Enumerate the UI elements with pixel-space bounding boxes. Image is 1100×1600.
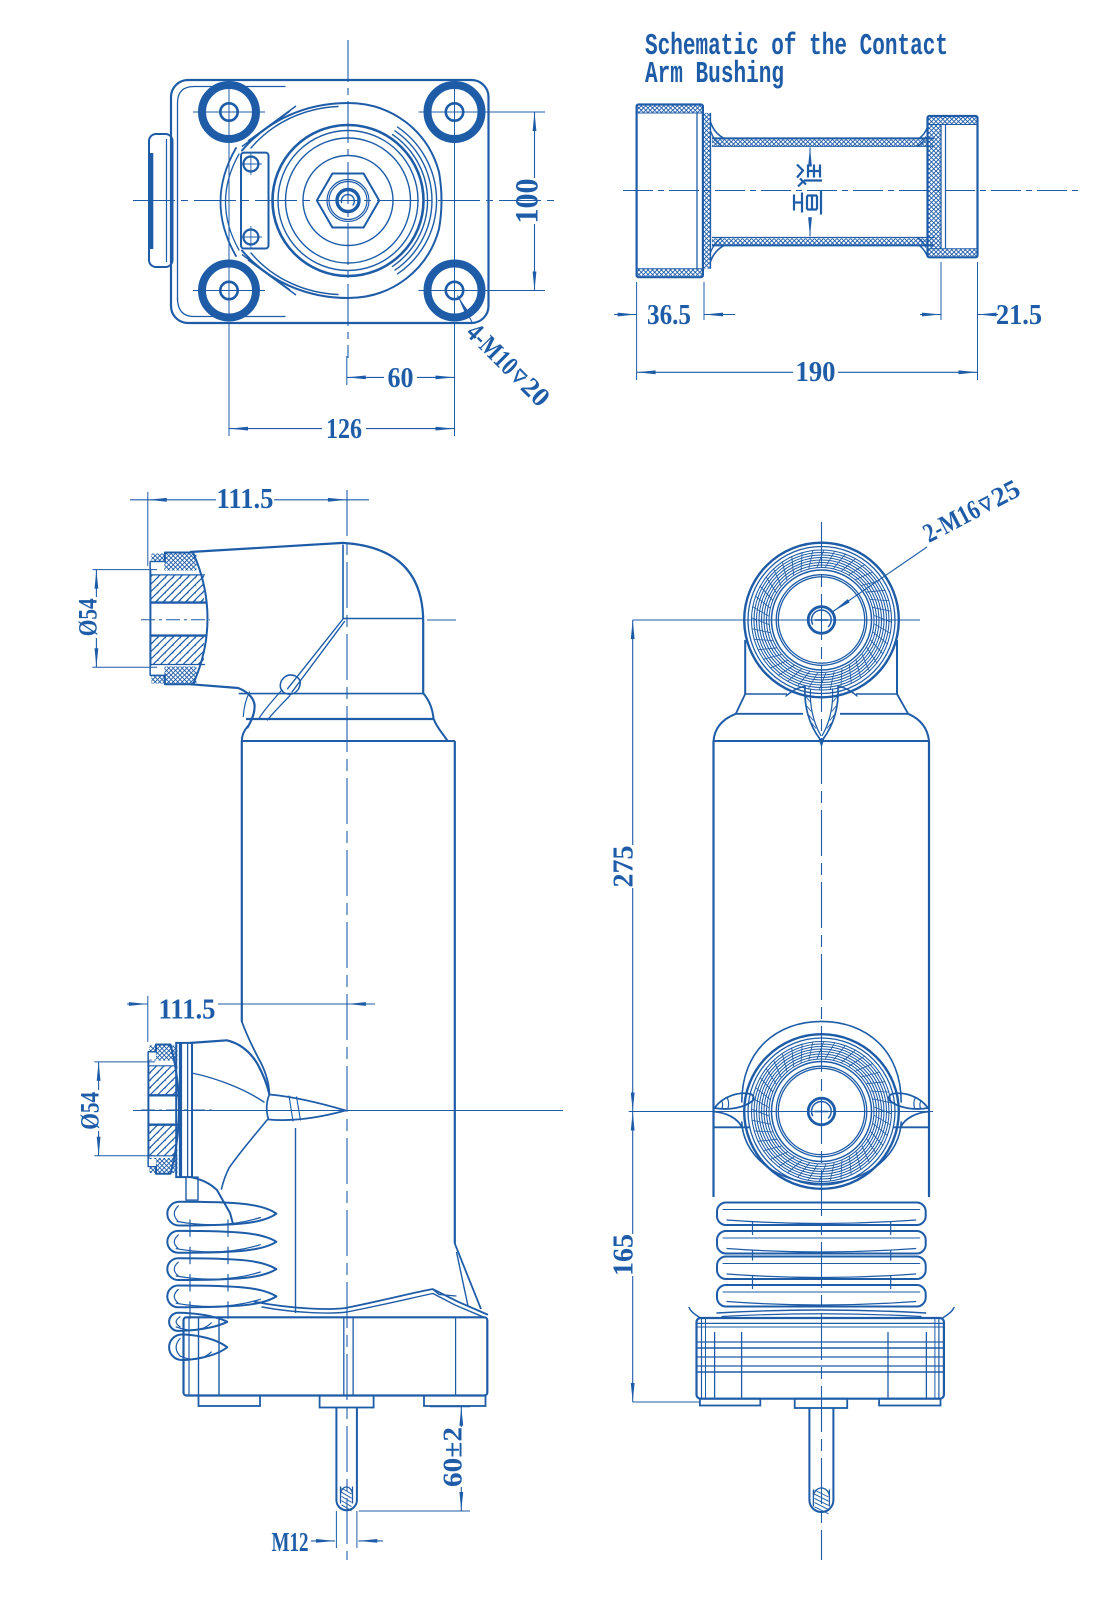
svg-text:165: 165 xyxy=(609,1234,640,1276)
svg-text:Ø54: Ø54 xyxy=(76,1092,105,1130)
svg-text:100: 100 xyxy=(510,179,546,224)
svg-text:60±2: 60±2 xyxy=(437,1427,467,1487)
svg-text:Ø54: Ø54 xyxy=(73,598,102,636)
svg-text:126: 126 xyxy=(326,414,362,445)
svg-text:Arm Bushing: Arm Bushing xyxy=(645,57,784,92)
svg-text:36.5: 36.5 xyxy=(647,300,691,331)
svg-text:21.5: 21.5 xyxy=(996,300,1042,331)
svg-text:M12: M12 xyxy=(272,1527,309,1557)
svg-text:275: 275 xyxy=(609,846,640,888)
svg-text:60: 60 xyxy=(388,363,414,394)
svg-text:Schematic of the Contact: Schematic of the Contact xyxy=(645,29,948,64)
svg-text:190: 190 xyxy=(796,357,836,388)
svg-text:111.5: 111.5 xyxy=(159,995,216,1026)
svg-text:111.5: 111.5 xyxy=(217,484,274,515)
